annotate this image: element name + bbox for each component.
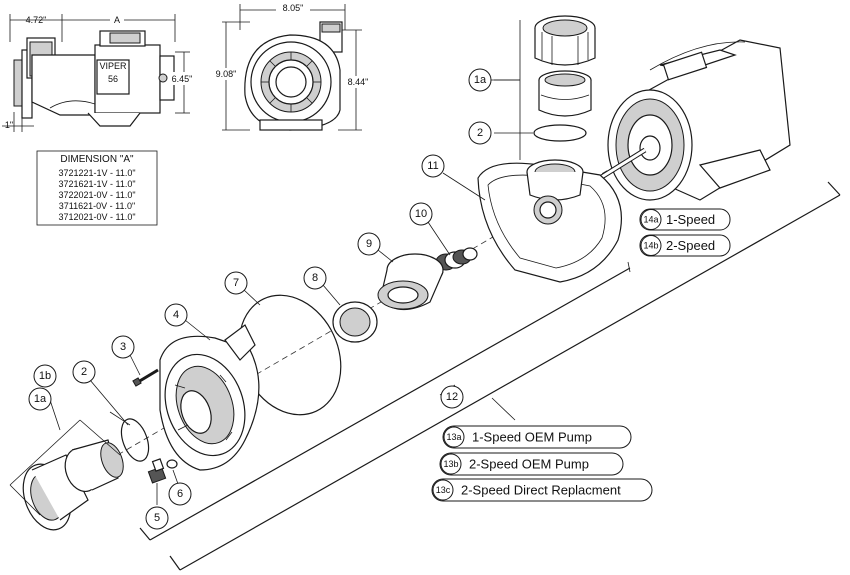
svg-text:11: 11 — [427, 160, 438, 172]
bracket-13-line — [179, 194, 841, 571]
dimension-row: 3721221-1V - 11.0" — [58, 168, 135, 178]
callout-7: 7 — [224, 271, 248, 295]
callout-5: 5 — [145, 506, 169, 530]
dimension-row: 3711621-0V - 11.0" — [59, 201, 135, 211]
svg-text:10: 10 — [415, 208, 427, 220]
svg-text:1b: 1b — [39, 370, 51, 382]
svg-text:2-Speed OEM Pump: 2-Speed OEM Pump — [469, 457, 589, 472]
union-nut-bottom — [22, 454, 89, 531]
side-view: VIPER 56 4.72" A 6.45" 1" — [2, 14, 194, 132]
dimension-row: 3722021-0V - 11.0" — [58, 190, 135, 200]
callout-1a-bottom: 1a — [28, 387, 52, 411]
svg-text:13b: 13b — [443, 459, 458, 469]
dim-6-45: 6.45" — [172, 74, 193, 84]
dim-9-08: 9.08" — [216, 69, 237, 79]
screw — [137, 368, 159, 384]
svg-text:1-Speed: 1-Speed — [666, 212, 715, 227]
pill-14a: 14a 1-Speed — [639, 208, 731, 231]
o-ring-bottom — [120, 418, 150, 462]
dim-8-44: 8.44" — [348, 77, 369, 87]
svg-text:2-Speed: 2-Speed — [666, 238, 715, 253]
callout-3: 3 — [111, 335, 135, 359]
dimension-row: 3712021-0V - 11.0" — [58, 212, 135, 222]
wet-end-housing — [477, 159, 622, 283]
svg-text:8: 8 — [312, 272, 318, 284]
dimension-row: 3721621-1V - 11.0" — [58, 179, 135, 189]
svg-text:2: 2 — [81, 366, 87, 378]
motor-label-line1: VIPER — [99, 61, 127, 71]
impeller — [377, 253, 444, 311]
svg-text:13c: 13c — [436, 485, 451, 495]
svg-text:9: 9 — [366, 238, 372, 250]
svg-text:2: 2 — [477, 127, 483, 139]
svg-text:14b: 14b — [643, 241, 658, 251]
dim-a: A — [114, 15, 120, 25]
drain-washer — [166, 459, 178, 469]
tail-piece-bottom — [64, 439, 124, 492]
svg-text:6: 6 — [177, 488, 183, 500]
callout-10: 10 — [409, 202, 433, 226]
pill-13b: 13b 2-Speed OEM Pump — [439, 452, 624, 476]
svg-text:13a: 13a — [446, 432, 461, 442]
callout-2-bottom: 2 — [72, 360, 96, 384]
callout-1b: 1b — [33, 364, 57, 388]
front-view: 8.05" 9.08" 8.44" — [212, 3, 372, 131]
callout-12: 12 — [440, 385, 464, 409]
callout-6: 6 — [168, 482, 192, 506]
svg-text:14a: 14a — [643, 215, 658, 225]
callout-2-top: 2 — [468, 121, 492, 145]
pill-14b: 14b 2-Speed — [639, 234, 731, 257]
callout-1a-top: 1a — [468, 68, 492, 92]
svg-text:7: 7 — [233, 277, 239, 289]
callout-4: 4 — [164, 303, 188, 327]
dimension-table-title: DIMENSION "A" — [60, 154, 134, 165]
o-ring-top — [533, 124, 587, 142]
svg-text:12: 12 — [446, 391, 458, 403]
svg-text:4: 4 — [173, 309, 179, 321]
tail-piece-top — [538, 70, 592, 117]
volute-cover — [159, 324, 260, 471]
callout-8: 8 — [303, 266, 327, 290]
svg-text:1-Speed OEM Pump: 1-Speed OEM Pump — [472, 430, 592, 445]
pill-13c: 13c 2-Speed Direct Replacment — [431, 478, 653, 502]
callout-9: 9 — [357, 232, 381, 256]
motor-label-line2: 56 — [108, 74, 118, 84]
pill-13a: 13a 1-Speed OEM Pump — [442, 425, 632, 449]
callout-11: 11 — [421, 154, 445, 178]
wear-ring — [332, 301, 378, 343]
dim-4-72: 4.72" — [26, 15, 47, 25]
svg-text:2-Speed Direct Replacment: 2-Speed Direct Replacment — [461, 483, 621, 498]
bracket-1a-top — [490, 20, 521, 160]
motor — [598, 39, 791, 201]
dimension-table: DIMENSION "A" 3721221-1V - 11.0" 3721621… — [36, 150, 158, 226]
dim-8-05: 8.05" — [283, 3, 304, 13]
union-nut-top — [534, 15, 596, 66]
leader-lines — [49, 79, 533, 505]
drain-plug — [147, 458, 167, 484]
svg-text:5: 5 — [154, 512, 160, 524]
bracket-12-line — [149, 267, 631, 541]
dim-1: 1" — [5, 120, 13, 130]
svg-text:3: 3 — [120, 341, 126, 353]
svg-text:1a: 1a — [34, 393, 47, 405]
svg-text:1a: 1a — [474, 74, 487, 86]
